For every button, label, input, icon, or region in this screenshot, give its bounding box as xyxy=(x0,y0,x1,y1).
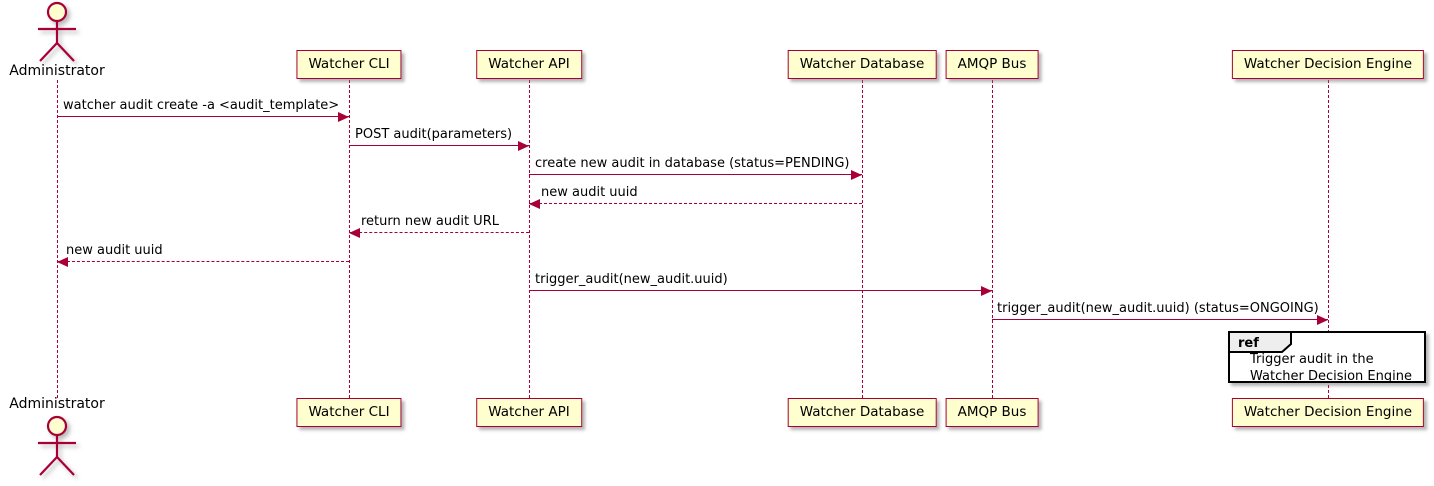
ref-body: Trigger audit in the Watcher Decision En… xyxy=(1250,352,1418,385)
message-label: trigger_audit(new_audit.uuid) xyxy=(535,272,728,287)
message-label: new audit uuid xyxy=(66,243,163,258)
participant-watcher-database-bottom: Watcher Database xyxy=(787,398,937,427)
administrator-actor-icon xyxy=(38,415,76,476)
arrowhead-right-icon xyxy=(851,170,862,180)
participant-amqp-bus-bottom: AMQP Bus xyxy=(945,398,1039,427)
participant-watcher-database-top: Watcher Database xyxy=(787,50,937,79)
actor-label-administrator-top: Administrator xyxy=(9,63,105,79)
message-line xyxy=(57,261,349,262)
actor-label-administrator-bottom: Administrator xyxy=(9,396,105,412)
arrowhead-right-icon xyxy=(338,112,349,122)
participant-watcher-decision-engine-bottom: Watcher Decision Engine xyxy=(1231,398,1425,427)
participant-watcher-api-top: Watcher API xyxy=(476,50,582,79)
message-label: trigger_audit(new_audit.uuid) (status=ON… xyxy=(997,301,1319,316)
lifeline-amqp-bus xyxy=(992,80,993,398)
message-line xyxy=(529,203,862,204)
arrowhead-right-icon xyxy=(1317,315,1328,325)
message-line xyxy=(992,319,1328,320)
participant-watcher-decision-engine-top: Watcher Decision Engine xyxy=(1231,50,1425,79)
message-label: POST audit(parameters) xyxy=(355,127,513,142)
message-line xyxy=(529,290,992,291)
participant-watcher-cli-bottom: Watcher CLI xyxy=(296,398,402,427)
lifeline-watcher-api xyxy=(529,80,530,398)
ref-fragment: ref Trigger audit in the Watcher Decisio… xyxy=(1228,331,1426,385)
administrator-actor-icon xyxy=(38,1,76,62)
participant-watcher-cli-top: Watcher CLI xyxy=(296,50,402,79)
arrowhead-left-icon xyxy=(349,228,360,238)
message-label: new audit uuid xyxy=(541,185,638,200)
message-line xyxy=(57,116,349,117)
message-line xyxy=(529,174,862,175)
message-line xyxy=(349,145,529,146)
lifeline-watcher-decision-engine xyxy=(1328,80,1329,398)
ref-line-1: Trigger audit in the xyxy=(1250,352,1374,367)
ref-keyword: ref xyxy=(1238,336,1259,351)
message-label: return new audit URL xyxy=(361,214,499,229)
arrowhead-left-icon xyxy=(57,257,68,267)
message-label: create new audit in database (status=PEN… xyxy=(535,156,850,171)
arrowhead-left-icon xyxy=(529,199,540,209)
lifeline-watcher-cli xyxy=(349,80,350,398)
ref-tab-icon: ref xyxy=(1228,331,1292,353)
lifeline-watcher-database xyxy=(862,80,863,398)
ref-line-2: Watcher Decision Engine xyxy=(1250,368,1412,384)
lifeline-administrator xyxy=(57,80,58,398)
message-label: watcher audit create -a <audit_template> xyxy=(63,98,340,113)
arrowhead-right-icon xyxy=(518,141,529,151)
participant-amqp-bus-top: AMQP Bus xyxy=(945,50,1039,79)
participant-watcher-api-bottom: Watcher API xyxy=(476,398,582,427)
arrowhead-right-icon xyxy=(981,286,992,296)
message-line xyxy=(349,232,529,233)
